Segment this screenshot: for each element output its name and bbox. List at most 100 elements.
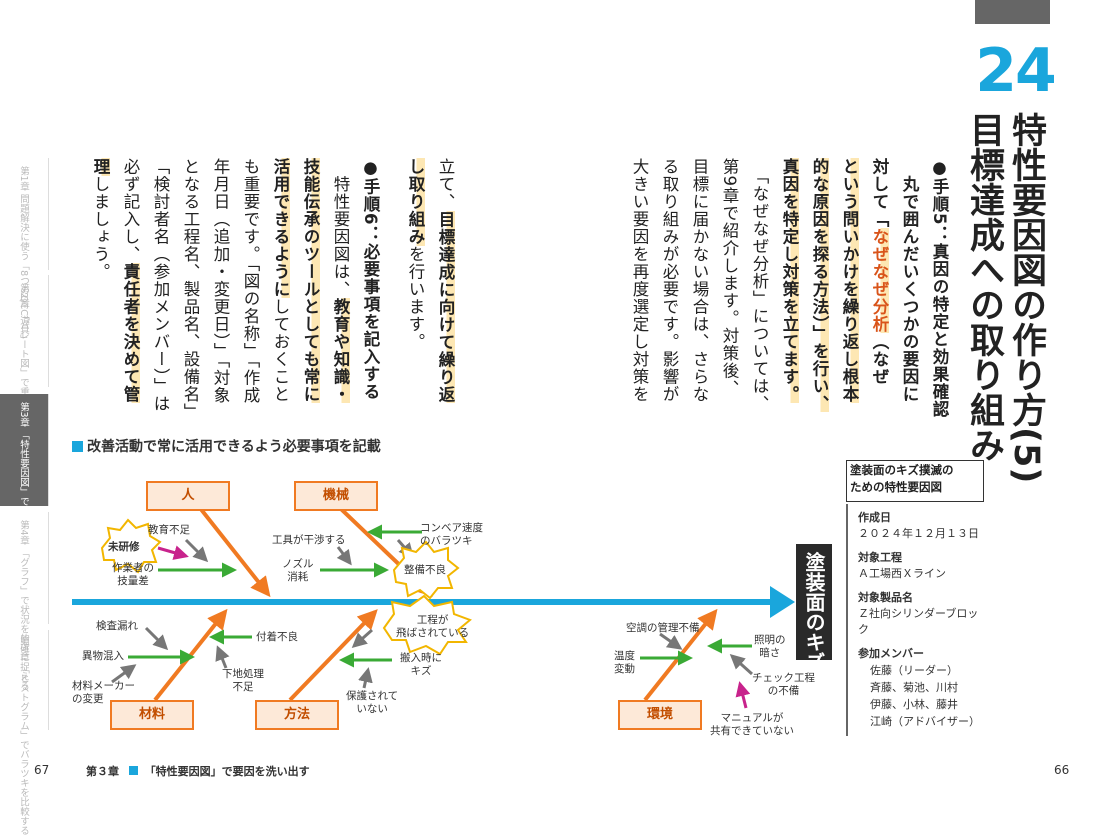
- body-text-highlight: 教育や知識・: [331, 298, 350, 403]
- date-label: 作成日: [858, 511, 891, 524]
- step5-heading-text: ●手順5：真因の特定と効果確認: [930, 158, 949, 418]
- cause-kensa: 検査漏れ: [96, 620, 138, 632]
- cause-kucho: 空調の管理不備: [626, 622, 700, 634]
- body-column: る取り組みが必要です。影響が: [654, 158, 684, 403]
- body-column: となる工程名、製品名、設備名」: [175, 158, 205, 421]
- body-column: 「検討者名（参加メンバー）」は: [145, 158, 175, 412]
- member-item: 佐藤（リーダー）: [870, 664, 958, 677]
- header-bar: [975, 0, 1050, 24]
- process-label: 対象工程: [858, 551, 902, 564]
- body-text: 大きい要因を再度選定し対策を: [630, 158, 649, 403]
- body-text-highlight: という問いかけを繰り返し根本: [840, 158, 859, 403]
- step5-heading: ●手順5：真因の特定と効果確認: [924, 158, 954, 418]
- body-column: 大きい要因を再度選定し対策を: [624, 158, 654, 403]
- cause-shitaji: 下地処理 不足: [222, 668, 264, 693]
- chapter-tab-1[interactable]: 第1章 問題解決に使う「8つのQCC道具」: [0, 158, 49, 345]
- cause-hogo: 保護されて いない: [346, 690, 399, 715]
- cause-kogutobi: 工程が 飛ばされている: [396, 614, 470, 639]
- footer-chapter-label: 第３章: [86, 765, 119, 778]
- body-text: る取り組みが必要です。影響が: [660, 158, 679, 403]
- body-text: 特性要因図は、: [331, 158, 350, 299]
- figure-caption-text: 改善活動で常に活用できるよう必要事項を記載: [87, 439, 381, 455]
- body-column: 特性要因図は、教育や知識・: [325, 158, 355, 403]
- member-item: 斉藤、菊池、川村: [870, 681, 958, 694]
- bone-hito: [198, 506, 271, 598]
- body-text: 必ず記入し、: [121, 158, 140, 263]
- body-column: も重要です。「図の名称」「作成: [235, 158, 265, 404]
- product-label: 対象製品名: [858, 591, 913, 604]
- body-text-highlight: なぜなぜ分析: [870, 228, 889, 333]
- arrow-kensa: [144, 626, 169, 651]
- body-text-highlight: 真因を特定し対策を立てます。: [780, 158, 799, 403]
- footer-chapter: 第３章 「特性要因図」で要因を洗い出す: [86, 763, 310, 779]
- member-item: 伊藤、小林、藤井: [870, 698, 958, 711]
- chapter-tab-label: 第4章 「グラフ」で状況を的確に捉える: [18, 520, 29, 691]
- chapter-tab-label: 第1章 問題解決に使う「8つのQCC道具」: [18, 166, 29, 345]
- category-kikai: 機械: [294, 481, 378, 511]
- body-column: 目標に届かない場合は、さらな: [684, 158, 714, 403]
- cause-kogu: 工具が干渉する: [272, 534, 346, 546]
- burst-kogutobi: [382, 594, 472, 656]
- left-page-number: 67: [34, 763, 50, 777]
- cause-ibutsu: 異物混入: [82, 650, 124, 662]
- step6-heading: ●手順6：必要事項を記入する: [355, 158, 385, 400]
- category-zairyo: 材料: [110, 700, 194, 730]
- category-kankyo: 環境: [618, 700, 702, 730]
- category-hito: 人: [146, 481, 230, 511]
- body-text: 「検討者名（参加メンバー）」は: [151, 158, 170, 413]
- body-column: という問いかけを繰り返し根本: [834, 158, 864, 403]
- cause-manual: マニュアルが 共有できていない: [710, 712, 794, 737]
- arrow-check: [729, 653, 754, 676]
- cause-hannyu: 搬入時に キズ: [400, 652, 442, 677]
- arrow-hogo: [358, 667, 373, 689]
- chapter-tab-4[interactable]: 第4章 「グラフ」で状況を的確に捉える: [0, 512, 49, 691]
- cause-seibi: 整備不良: [404, 564, 446, 576]
- body-text-highlight: 的な原因を探る方法）」を行い、: [810, 158, 829, 413]
- body-column: 丸で囲んだいくつかの要因に: [894, 158, 924, 404]
- body-column: 年月日（追加・変更日）」「対象: [205, 158, 235, 404]
- info-divider: [846, 504, 848, 736]
- cause-nozzle: ノズル 消耗: [282, 558, 314, 583]
- cause-shomei: 照明の 暗さ: [754, 634, 786, 659]
- burst-seibi: [392, 540, 460, 600]
- body-text: 「なぜなぜ分析」については、: [750, 158, 769, 413]
- body-text: となる工程名、製品名、設備名」: [181, 158, 200, 421]
- info-box-title: 塗装面のキズ撲滅の ための特性要因図: [846, 460, 984, 502]
- process-value: Ａ工場西Ｘライン: [858, 567, 946, 580]
- cause-kyoiku: 教育不足: [148, 524, 190, 536]
- body-column: 的な原因を探る方法）」を行い、: [804, 158, 834, 413]
- fishbone-diagram: [72, 506, 795, 709]
- members-label: 参加メンバー: [858, 647, 924, 660]
- caption-square-icon: [72, 441, 83, 452]
- bone-hoho: [288, 609, 378, 702]
- chapter-tab-3[interactable]: 第3章 「特性要因図」で要因を洗い出す: [0, 394, 49, 573]
- arrow-mikenshu: [157, 545, 189, 560]
- arrow-kogu: [336, 546, 352, 566]
- arrow-shitaji: [215, 645, 230, 669]
- arrow-kucho: [659, 632, 683, 650]
- arrow-kogutobi: [351, 628, 373, 648]
- body-text: しておくこと: [271, 298, 290, 403]
- chapter-tab-label: 第3章 「特性要因図」で要因を洗い出す: [18, 402, 29, 573]
- backbone-arrowhead: [770, 586, 795, 618]
- right-page-number: 66: [1054, 763, 1070, 777]
- arrow-kyoiku: [184, 538, 209, 563]
- body-column: 理しましょう。: [85, 158, 115, 281]
- body-column: 活用できるようにしておくこと: [265, 158, 295, 403]
- body-column: 対して「なぜなぜ分析（なぜ: [864, 158, 894, 386]
- arrow-maker: [111, 664, 137, 684]
- footer-chapter-title: 「特性要因図」で要因を洗い出す: [144, 765, 310, 778]
- body-text: 対して「: [870, 158, 889, 228]
- figure-caption: 改善活動で常に活用できるよう必要事項を記載: [72, 438, 381, 456]
- chapter-tab-2[interactable]: 第2章 「パレート図」で重要な問題を特定する: [0, 275, 49, 483]
- category-hoho: 方法: [255, 700, 339, 730]
- product-value: Ｚ社向シリンダーブロック: [858, 607, 979, 636]
- effect-label: 塗装面のキズ: [802, 552, 826, 672]
- body-text: 第9章で紹介します。対策後、: [720, 158, 739, 397]
- body-text-highlight: 責任者を決めて管: [121, 263, 140, 403]
- body-text-highlight: し取り組み: [406, 158, 425, 246]
- arrow-manual: [735, 681, 751, 709]
- body-column: 必ず記入し、責任者を決めて管: [115, 158, 145, 403]
- chapter-tab-label: 第2章 「パレート図」で重要な問題を特定する: [18, 283, 29, 483]
- body-text: （なぜ: [870, 333, 889, 386]
